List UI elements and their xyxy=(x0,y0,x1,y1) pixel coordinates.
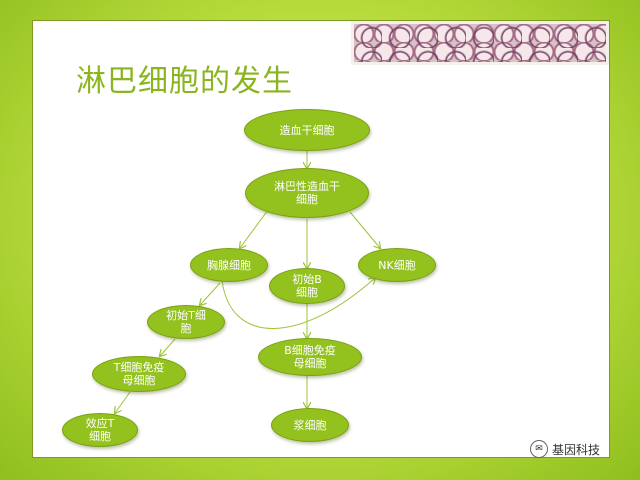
watermark: ✉ 基因科技 xyxy=(530,440,600,458)
arrow-thymocyte-to-naive-t xyxy=(200,282,221,305)
node-lymphoid-stem-cell: 淋巴性造血干细胞 xyxy=(245,168,369,218)
node-t-immunoblast: T细胞免疫母细胞 xyxy=(92,356,186,392)
node-nk-cell: NK细胞 xyxy=(358,248,436,282)
node-b-immunoblast: B细胞免疫母细胞 xyxy=(258,338,362,376)
arrow-t-immuno-to-effector-t xyxy=(115,391,131,413)
slide-title: 淋巴细胞的发生 xyxy=(76,64,293,99)
arrow-thymocyte-to-nk xyxy=(221,278,375,329)
arrow-lymphoid-to-thymocyte xyxy=(240,209,269,248)
watermark-text: 基因科技 xyxy=(552,442,601,457)
wechat-icon: ✉ xyxy=(530,440,548,458)
arrow-lymphoid-to-nk xyxy=(349,211,380,248)
node-naive-t-cell: 初始T细胞 xyxy=(147,305,225,339)
arrow-naive-t-to-t-immuno xyxy=(160,338,176,356)
cell-micrograph-image xyxy=(351,21,609,65)
node-plasma-cell: 浆细胞 xyxy=(271,408,349,442)
node-hematopoietic-stem-cell: 造血干细胞 xyxy=(244,109,370,151)
node-effector-t-cell: 效应T细胞 xyxy=(62,413,138,447)
node-naive-b-cell: 初始B细胞 xyxy=(269,268,345,304)
node-thymocyte: 胸腺细胞 xyxy=(190,248,268,282)
